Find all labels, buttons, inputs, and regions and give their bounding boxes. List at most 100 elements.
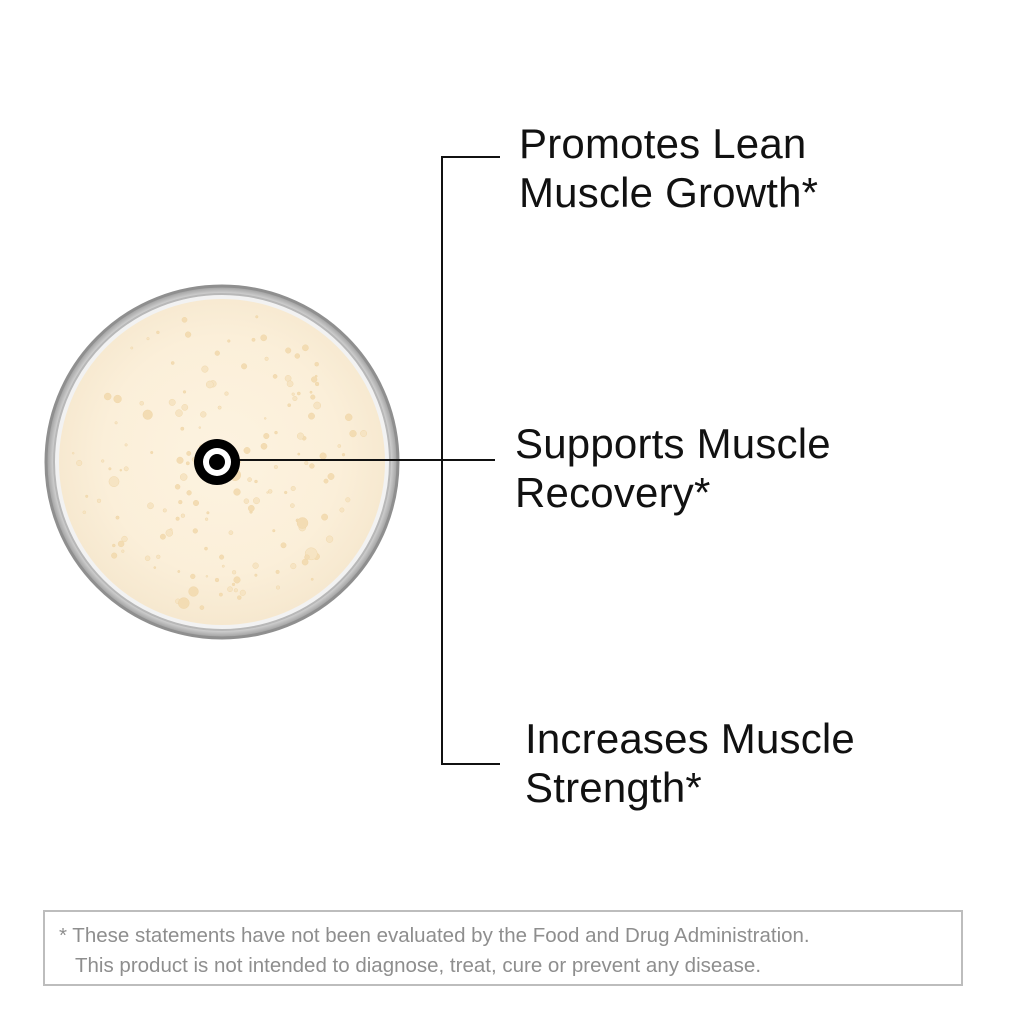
protein-shake-image <box>44 284 400 640</box>
foam-bubble <box>272 529 276 533</box>
foam-bubble <box>292 395 298 401</box>
disclaimer-line: This product is not intended to diagnose… <box>75 954 762 977</box>
foam-bubble <box>205 575 209 578</box>
foam-bubble <box>327 473 335 480</box>
foam-bubble <box>147 502 154 510</box>
foam-bubble <box>238 460 242 464</box>
foam-bubble <box>237 595 242 600</box>
foam-bubble <box>198 426 202 429</box>
benefit-line: Increases Muscle <box>525 715 855 762</box>
foam-bubble <box>199 605 205 610</box>
foam-bubble <box>304 460 309 465</box>
foam-bubble <box>345 497 351 503</box>
foam-bubble <box>82 510 86 515</box>
benefit-line: Promotes Lean <box>519 120 807 167</box>
foam-bubble <box>229 469 242 481</box>
foam-bubble <box>287 403 291 407</box>
foam-bubble <box>247 504 255 512</box>
foam-bubble <box>321 513 328 521</box>
foam-bubble <box>185 461 190 466</box>
foam-bubble <box>198 444 205 450</box>
foam-bubble <box>285 347 292 354</box>
foam-bubble <box>219 554 225 560</box>
foam-bubble <box>113 394 122 404</box>
foam-bubble <box>181 317 188 323</box>
foam-bubble <box>213 449 216 453</box>
foam-bubble <box>255 315 259 319</box>
foam-bubble <box>108 476 120 487</box>
foam-bubble <box>101 459 105 463</box>
foam-bubble <box>290 563 297 570</box>
foam-bubble <box>156 330 160 335</box>
foam-bubble <box>254 573 258 577</box>
foam-bubble <box>185 331 192 338</box>
foam-bubble <box>253 497 260 505</box>
foam-bubble <box>108 467 112 471</box>
foam-bubble <box>309 463 315 469</box>
foam-bubble <box>313 401 322 410</box>
foam-bubble <box>302 344 309 352</box>
foam-bubble <box>121 535 128 543</box>
foam-bubble <box>104 392 112 401</box>
foam-bubble <box>96 498 102 503</box>
disclaimer-line: * These statements have not been evaluat… <box>59 924 810 947</box>
foam-bubble <box>179 473 188 481</box>
foam-bubble <box>117 540 125 548</box>
foam-bubble <box>296 432 304 440</box>
foam-bubble <box>323 478 329 484</box>
foam-bubble <box>206 511 210 515</box>
foam-bubble <box>146 337 150 341</box>
foam-bubble <box>291 392 295 396</box>
foam-bubble <box>252 562 259 569</box>
benefit-line: Muscle Growth* <box>519 169 819 216</box>
foam-bubble <box>181 404 189 411</box>
foam-bubble <box>186 450 192 456</box>
foam-bubble <box>182 390 187 394</box>
foam-bubble <box>177 570 181 573</box>
foam-bubble <box>311 376 318 383</box>
benefit-muscle-recovery: Supports Muscle Recovery* <box>515 419 831 517</box>
foam-bubble <box>360 430 367 437</box>
foam-bubble <box>85 494 89 498</box>
foam-bubble <box>264 356 269 361</box>
foam-bubble <box>144 555 151 561</box>
foam-bubble <box>160 533 166 540</box>
foam-bubble <box>224 391 229 396</box>
foam-bubble <box>180 513 185 518</box>
foam-bubble <box>275 569 280 574</box>
foam-bubble <box>178 597 190 609</box>
foam-bubble <box>266 491 269 494</box>
foam-bubble <box>124 443 128 447</box>
foam-bubble <box>121 549 125 553</box>
foam-bubble <box>341 453 346 457</box>
foam-bubble <box>180 426 185 431</box>
foam-bubble <box>190 573 196 580</box>
foam-bubble <box>290 503 295 508</box>
foam-bubble <box>72 451 75 455</box>
foam-bubble <box>286 380 294 388</box>
foam-bubble <box>314 361 319 367</box>
foam-bubble <box>192 528 198 534</box>
benefit-muscle-strength: Increases Muscle Strength* <box>525 714 855 812</box>
foam-bubble <box>227 586 233 593</box>
benefit-line: Strength* <box>525 764 702 811</box>
foam-bubble <box>290 485 296 491</box>
foam-bubble <box>297 452 301 456</box>
foam-bubble <box>130 346 134 350</box>
foam-bubble <box>168 399 176 406</box>
foam-bubble <box>273 464 278 469</box>
foam-bubble <box>214 350 220 356</box>
foam-bubble <box>243 498 250 504</box>
foam-bubble <box>310 394 316 400</box>
foam-bubble <box>274 430 278 435</box>
foam-bubble <box>205 517 209 521</box>
foam-bubble <box>267 489 273 494</box>
foam-bubble <box>178 500 183 505</box>
foam-bubble <box>193 460 200 466</box>
foam-bubble <box>150 450 154 454</box>
foam-bubble <box>176 456 184 464</box>
foam-bubble <box>284 490 288 495</box>
foam-bubble <box>233 576 241 584</box>
foam-bubble <box>114 421 118 425</box>
foam-bubble <box>275 585 280 590</box>
